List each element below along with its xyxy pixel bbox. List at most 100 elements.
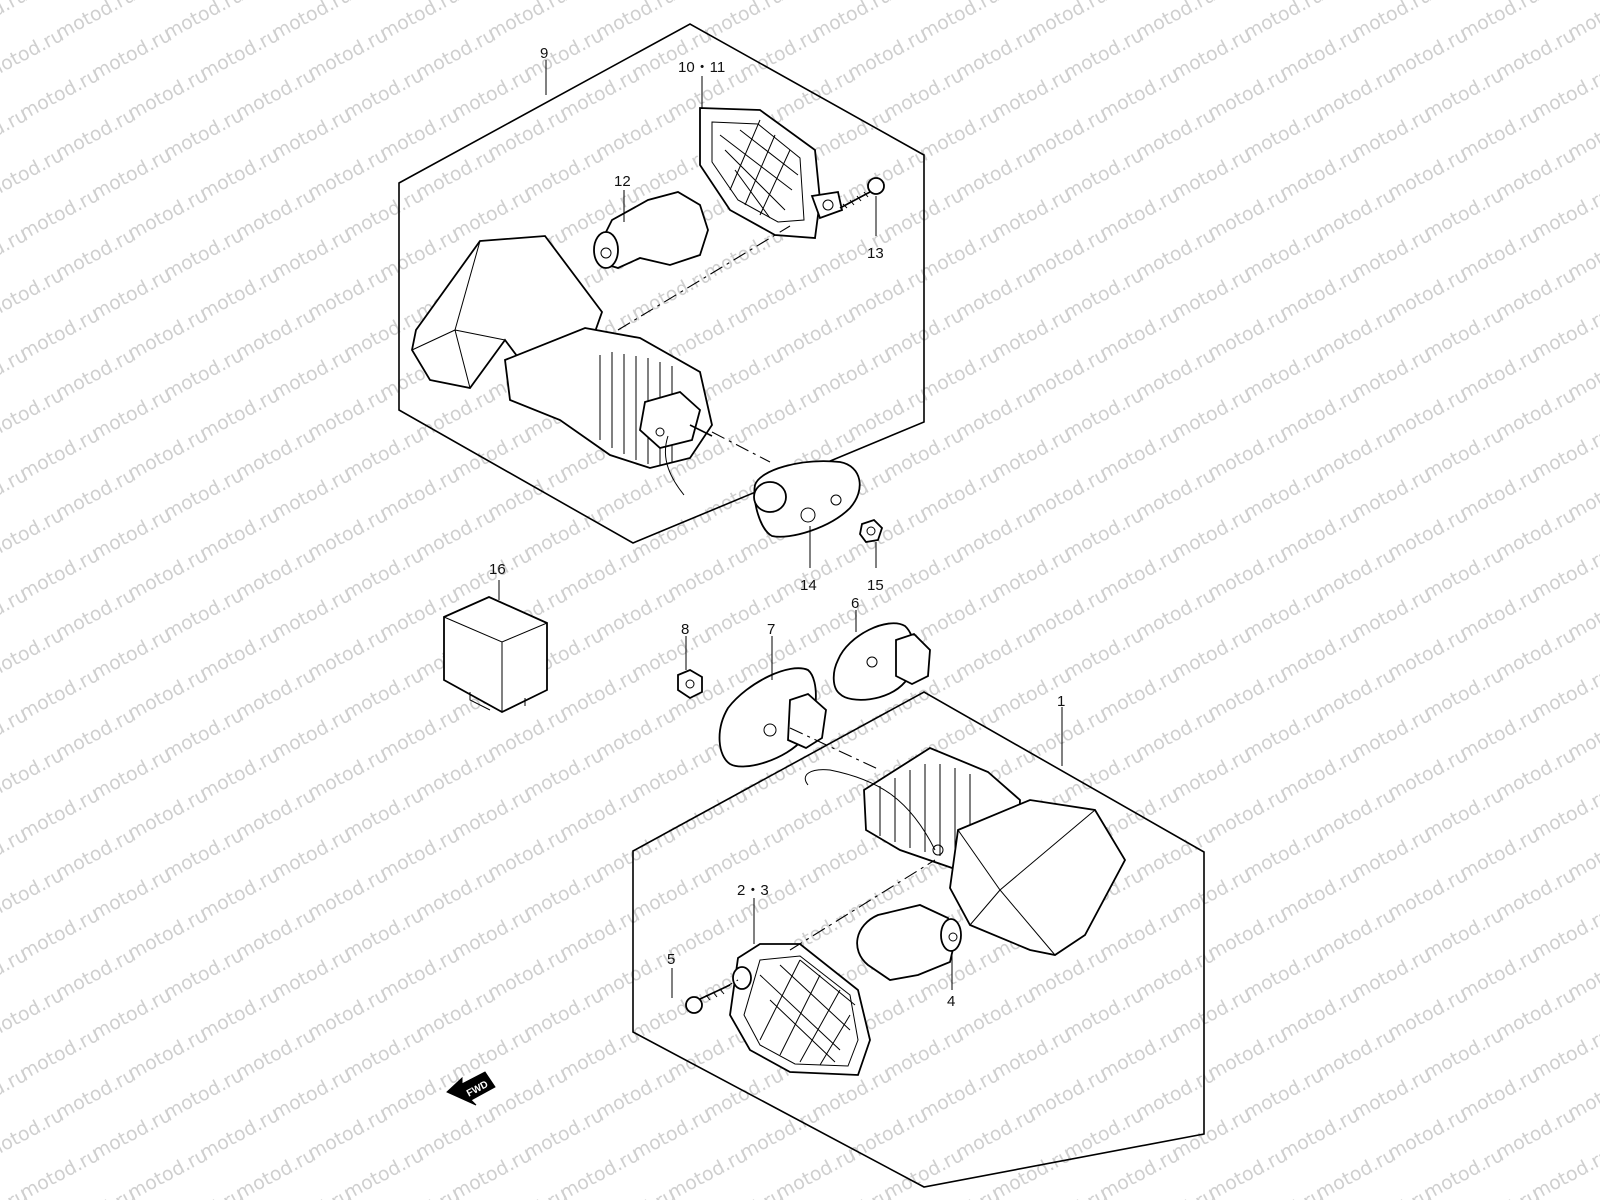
watermark-text: motod.ru: [952, 984, 1039, 1044]
watermark-text: motod.ru: [1060, 984, 1147, 1044]
watermark-text: motod.ru: [160, 104, 247, 164]
upper-housing: [411, 235, 713, 496]
watermark-text: motod.ru: [448, 904, 535, 964]
watermark-text: motod.ru: [232, 424, 319, 484]
watermark-text: motod.ru: [124, 664, 211, 724]
watermark-text: motod.ru: [1204, 544, 1291, 604]
watermark-text: motod.ru: [1168, 24, 1255, 84]
watermark-text: motod.ru: [16, 1024, 103, 1084]
watermark-text: motod.ru: [160, 704, 247, 764]
lower-housing: [804, 746, 1127, 956]
leader-lines: [498, 60, 1063, 998]
watermark-text: motod.ru: [1240, 464, 1327, 524]
watermark-text: motod.ru: [988, 1024, 1075, 1084]
watermark-text: motod.ru: [268, 0, 355, 44]
watermark-text: motod.ru: [556, 1024, 643, 1084]
watermark-text: motod.ru: [268, 464, 355, 524]
watermark-text: motod.ru: [772, 544, 859, 604]
watermark-text: motod.ru: [484, 464, 571, 524]
watermark-text: motod.ru: [736, 1104, 823, 1164]
watermark-text: motod.ru: [1456, 584, 1543, 644]
watermark-text: motod.ru: [1276, 384, 1363, 444]
watermark-text: motod.ru: [232, 1144, 319, 1200]
watermark-text: motod.ru: [1312, 784, 1399, 844]
watermark-text: motod.ru: [160, 224, 247, 284]
watermark-text: motod.ru: [268, 704, 355, 764]
watermark-text: motod.ru: [988, 304, 1075, 364]
watermark-text: motod.ru: [232, 904, 319, 964]
watermark-text: motod.ru: [124, 424, 211, 484]
watermark-text: motod.ru: [1420, 664, 1507, 724]
watermark-text: motod.ru: [88, 1104, 175, 1164]
watermark-text: motod.ru: [196, 264, 283, 324]
watermark-text: motod.ru: [1240, 584, 1327, 644]
watermark-text: motod.ru: [52, 344, 139, 404]
watermark-text: motod.ru: [52, 464, 139, 524]
watermark-text: motod.ru: [412, 984, 499, 1044]
watermark-text: motod.ru: [1456, 344, 1543, 404]
callout-15: 15: [867, 577, 884, 594]
watermark-text: motod.ru: [1096, 1024, 1183, 1084]
watermark-text: motod.ru: [1492, 744, 1579, 804]
watermark-text: motod.ru: [0, 504, 67, 564]
callout-13: 13: [867, 245, 884, 262]
watermark-text: motod.ru: [1420, 784, 1507, 844]
watermark-text: motod.ru: [16, 424, 103, 484]
callout-8: 8: [681, 621, 689, 638]
watermark-text: motod.ru: [1132, 104, 1219, 164]
watermark-text: motod.ru: [1204, 184, 1291, 244]
watermark-text: motod.ru: [484, 1184, 571, 1200]
watermark-text: motod.ru: [1276, 24, 1363, 84]
watermark-text: motod.ru: [664, 1144, 751, 1200]
watermark-text: motod.ru: [844, 504, 931, 564]
watermark-text: motod.ru: [1348, 0, 1435, 44]
watermark-text: motod.ru: [736, 384, 823, 444]
watermark-text: motod.ru: [1060, 264, 1147, 324]
watermark-text: motod.ru: [304, 144, 391, 204]
watermark-text: motod.ru: [1024, 344, 1111, 404]
callout-4: 4: [947, 993, 955, 1010]
callout-12: 12: [614, 173, 631, 190]
watermark-text: motod.ru: [1384, 24, 1471, 84]
mount-6: [832, 622, 931, 701]
watermark-text: motod.ru: [592, 1184, 679, 1200]
watermark-text: motod.ru: [52, 704, 139, 764]
watermark-text: motod.ru: [1240, 704, 1327, 764]
watermark-text: motod.ru: [880, 424, 967, 484]
watermark-text: motod.ru: [196, 1104, 283, 1164]
watermark-text: motod.ru: [340, 784, 427, 844]
watermark-text: motod.ru: [448, 1024, 535, 1084]
watermark-text: motod.ru: [0, 984, 67, 1044]
watermark-text: motod.ru: [1492, 984, 1579, 1044]
watermark-text: motod.ru: [1168, 624, 1255, 684]
watermark-text: motod.ru: [1456, 944, 1543, 1004]
watermark-text: motod.ru: [160, 944, 247, 1004]
watermark-text: motod.ru: [376, 0, 463, 44]
watermark-text: motod.ru: [160, 584, 247, 644]
watermark-text: motod.ru: [124, 1024, 211, 1084]
watermark-text: motod.ru: [1276, 624, 1363, 684]
watermark-text: motod.ru: [1204, 664, 1291, 724]
watermark-text: motod.ru: [1420, 64, 1507, 124]
watermark-text: motod.ru: [1096, 64, 1183, 124]
watermark-text: motod.ru: [88, 864, 175, 924]
watermark-text: motod.ru: [1348, 824, 1435, 884]
watermark-text: motod.ru: [340, 64, 427, 124]
watermark-text: motod.ru: [52, 0, 139, 44]
watermark-text: motod.ru: [124, 904, 211, 964]
front-turn-signal-assembly-outline: [632, 691, 1205, 1188]
watermark-text: motod.ru: [880, 1024, 967, 1084]
watermark-text: motod.ru: [520, 1104, 607, 1164]
watermark-text: motod.ru: [232, 784, 319, 844]
watermark-text: motod.ru: [268, 1064, 355, 1124]
watermark-text: motod.ru: [412, 144, 499, 204]
watermark-text: motod.ru: [1456, 104, 1543, 164]
watermark-text: motod.ru: [16, 64, 103, 124]
watermark-text: motod.ru: [988, 64, 1075, 124]
watermark-text: motod.ru: [1132, 1184, 1219, 1200]
watermark-text: motod.ru: [412, 384, 499, 444]
watermark-text: motod.ru: [844, 1104, 931, 1164]
watermark-text: motod.ru: [412, 24, 499, 84]
watermark-text: motod.ru: [1024, 1064, 1111, 1124]
watermark-text: motod.ru: [1024, 464, 1111, 524]
